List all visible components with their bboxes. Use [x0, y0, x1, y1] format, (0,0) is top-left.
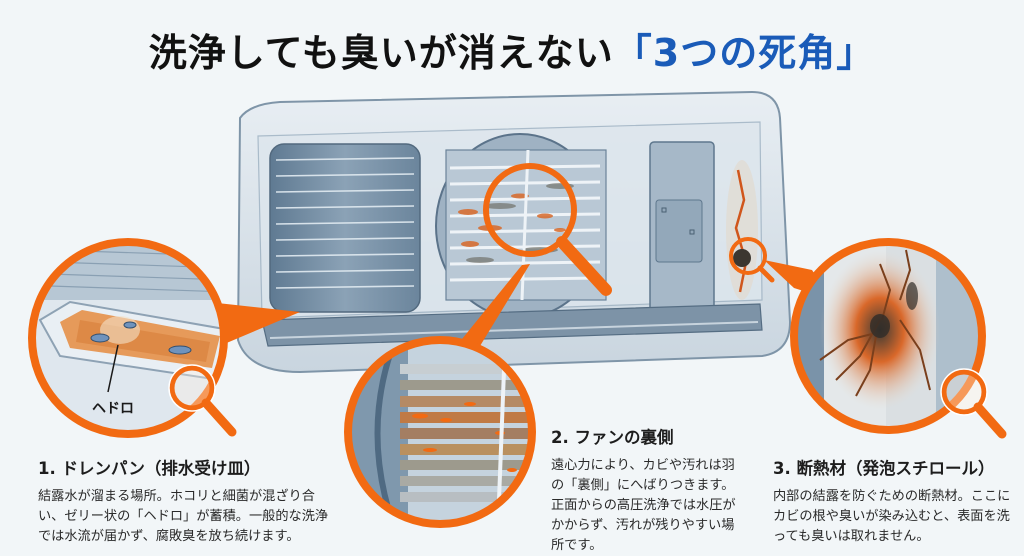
fan-magnifier-icon: [483, 163, 612, 296]
pointer-fan: [458, 264, 530, 346]
callout-heading: 2. ファンの裏側: [551, 428, 674, 447]
drain-pan-magnifier-icon: [168, 364, 237, 437]
hedoro-leader-line: [107, 344, 119, 393]
zoom-circle-fan-back: [344, 336, 536, 528]
blower-fan: [435, 133, 607, 319]
zoom-circle-insulation: [790, 238, 1007, 439]
page-title: 洗浄しても臭いが消えない「3つの死角」: [0, 22, 1024, 77]
callout-body: 結露水が溜まる場所。ホコリと細菌が混ざり合い、ゼリー状の「ヘドロ」が蓄積。一般的…: [38, 489, 329, 544]
hedoro-label: ヘドロ: [92, 401, 134, 417]
callout-drain-pan: 1. ドレンパン（排水受け皿） 結露水が溜まる場所。ホコリと細菌が混ざり合い、ゼ…: [38, 455, 338, 547]
heat-exchanger: [269, 143, 421, 313]
callout-fan-back: 2. ファンの裏側 遠心力により、カビや汚れは羽の「裏側」にへばりつきます。正面…: [551, 424, 741, 556]
insulation-magnifier-icon: [729, 237, 775, 283]
air-louver: [261, 303, 763, 347]
callout-body: 内部の結露を防ぐための断熱材。ここにカビの根や臭いが染み込むと、表面を洗っても臭…: [773, 489, 1011, 544]
control-box: [649, 141, 715, 319]
callout-heading: 1. ドレンパン（排水受け皿）: [38, 459, 261, 478]
insulation-zoom-magnifier-icon: [940, 368, 1007, 439]
aircon-unit: [236, 90, 792, 374]
title-main: 洗浄しても臭いが消えない: [148, 31, 614, 75]
callout-body: 遠心力により、カビや汚れは羽の「裏側」にへばりつきます。正面からの高圧洗浄では水…: [551, 458, 736, 553]
title-highlight: 「3つの死角」: [613, 31, 876, 75]
insulation-mold-spot: [726, 160, 758, 300]
callout-heading: 3. 断熱材（発泡スチロール）: [773, 459, 995, 478]
callout-insulation: 3. 断熱材（発泡スチロール） 内部の結露を防ぐための断熱材。ここにカビの根や臭…: [773, 455, 1023, 547]
